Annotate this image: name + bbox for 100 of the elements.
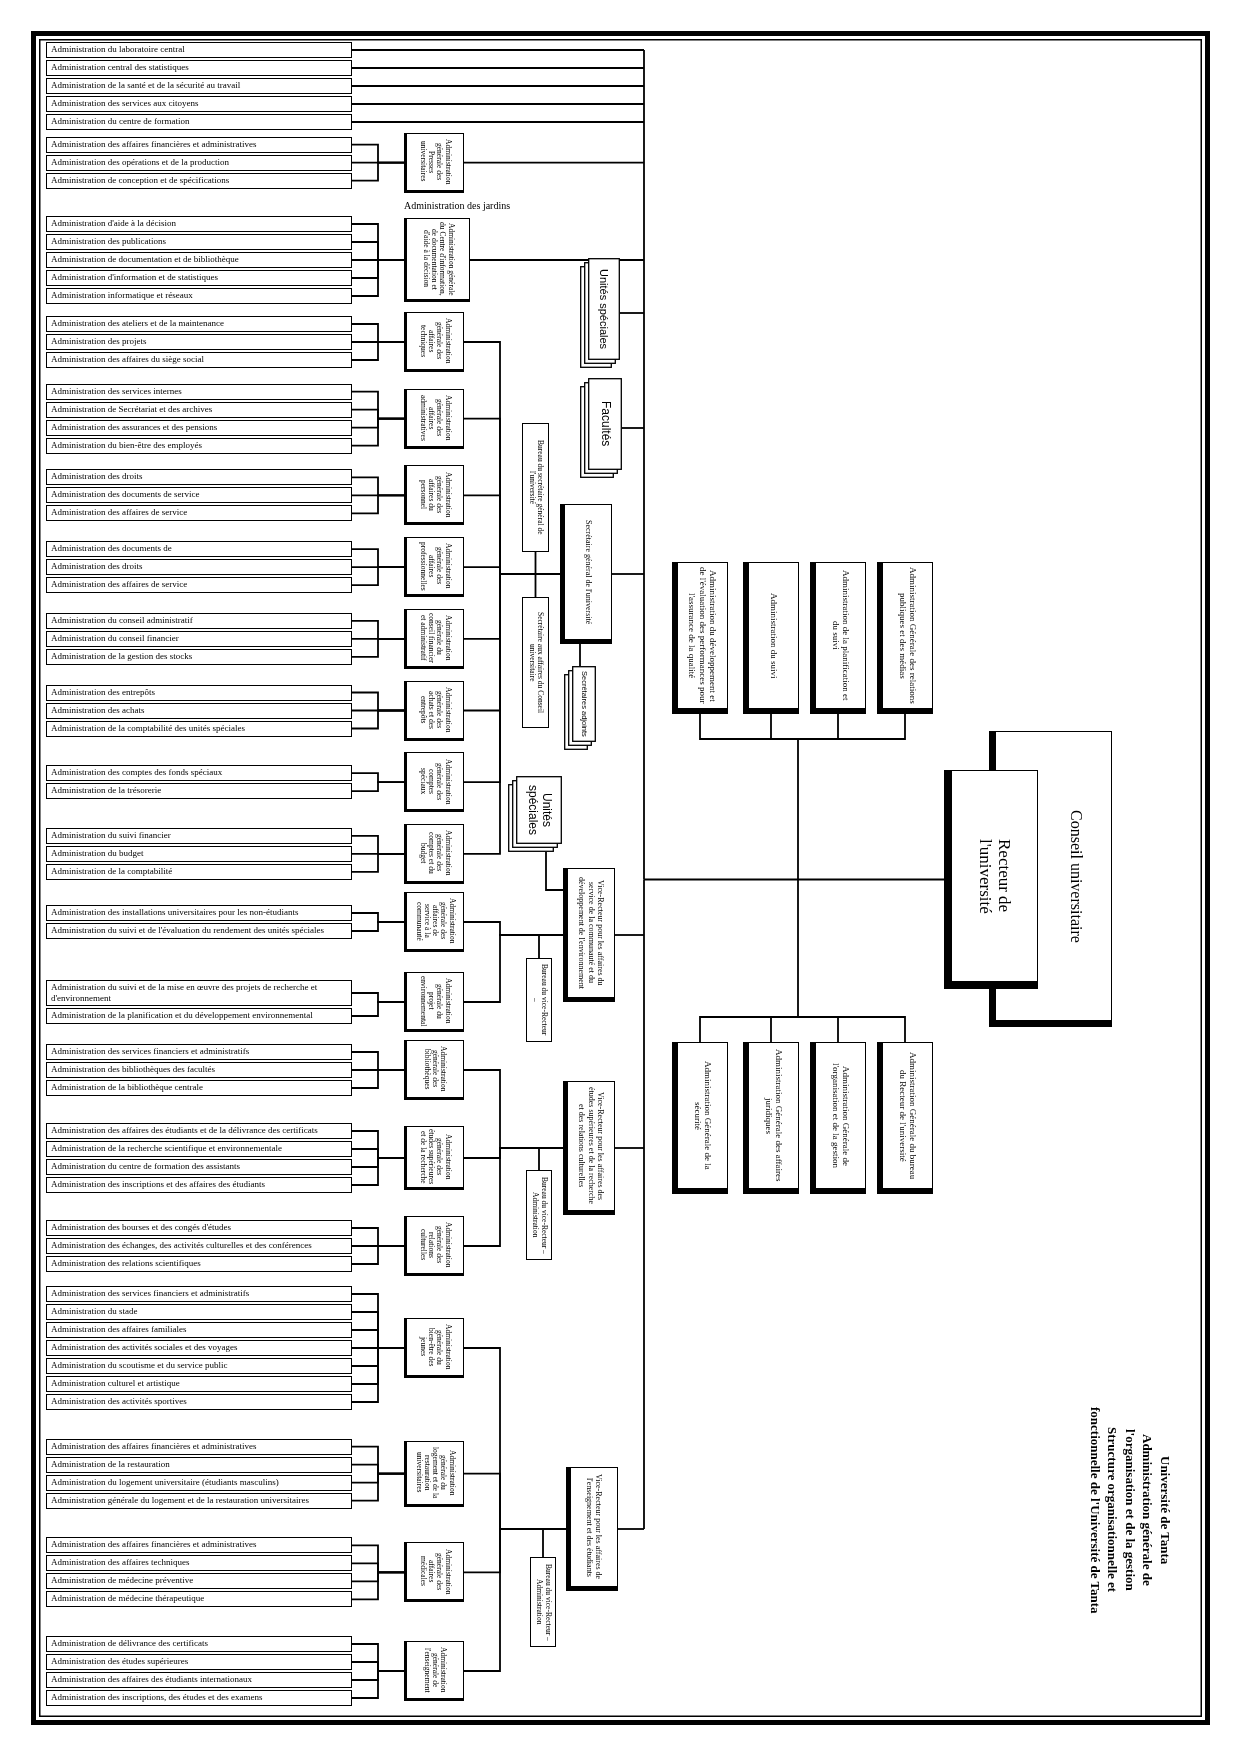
unit-box: Administration de la gestion des stocks — [46, 648, 352, 665]
connector-line — [797, 1016, 839, 1043]
unit-box: Administration du scoutisme et du service public — [46, 1358, 352, 1374]
unit-box: Administration de la santé et de la sécurité au travail — [46, 78, 352, 94]
unit-box: Administration du bien-être des employés — [46, 437, 352, 454]
unit-box: Administration culturel et artistique — [46, 1376, 352, 1392]
unit-box: Administration des bibliothèques des facultés — [46, 1062, 352, 1078]
connector-line — [621, 427, 645, 429]
unit-box: Administration des affaires financières et administratives — [46, 1537, 352, 1554]
unit-box: Administration de la comptabilité des unités spéciales — [46, 720, 352, 737]
department-box: Administration de la planification et du suivi — [810, 562, 866, 714]
unit-box: Administration des ateliers et de la maintenance — [46, 316, 352, 332]
unit-box: Administration du conseil administratif — [46, 612, 352, 629]
unit-box: Administration des installations universitaires pour les non-étudiants — [46, 905, 352, 921]
unit-box: Administration du centre de formation des assistants — [46, 1159, 352, 1175]
connector-line — [351, 67, 645, 69]
unit-box: Administration des opérations et de la production — [46, 154, 352, 171]
unit-box: Administration des relations scientifiques — [46, 1256, 352, 1272]
connector-line — [351, 494, 405, 515]
unit-box: Administration des inscriptions, des études et des examens — [46, 1689, 352, 1706]
subtitle-text: Structure organisationnelle et fonctionnelle de l'Université de Tanta — [1086, 1405, 1122, 1616]
unit-box: Administration des affaires financières et administratives — [46, 1438, 352, 1455]
unit-box: Administration des affaires familiales — [46, 1322, 352, 1338]
unit-box: Administration des droits — [46, 559, 352, 576]
unit-box: Administration des affaires techniques — [46, 1555, 352, 1572]
unit-box: Administration de la planification et du développement environnemental — [46, 1008, 352, 1024]
connector-line — [643, 49, 645, 881]
unit-box: Administration de la recherche scientifique et environnementale — [46, 1141, 352, 1157]
unit-box: Administration du laboratoire central — [46, 42, 352, 58]
unit-box: Administration du budget — [46, 845, 352, 862]
connector-line — [614, 1147, 645, 1149]
connector-line — [351, 417, 405, 447]
department-box: Administration du développement et de l'évaluation des performances pour l'assurance de la qualité — [672, 562, 728, 714]
unit-box: Administration de la bibliothèque centrale — [46, 1080, 352, 1096]
unit-box: Administration des affaires de service — [46, 577, 352, 594]
page-title: Université de Tanta — [1156, 1455, 1174, 1565]
connector-line — [351, 566, 405, 586]
connector-line — [463, 934, 564, 1003]
unit-box: Administration des activités sportives — [46, 1394, 352, 1410]
unit-box: Administration des affaires du siège social — [46, 352, 352, 368]
note-label: Administration des jardins — [404, 200, 511, 213]
unit-box: Administration informatique et réseaux — [46, 287, 352, 304]
connector-line — [619, 312, 645, 314]
division-box: Vice-Recteur pour les affaires de l'enseignement et des étudiants — [566, 1467, 618, 1591]
unit-box: Administration de délivrance des certificats — [46, 1635, 352, 1652]
connector-line — [351, 853, 405, 873]
connector-line — [351, 637, 405, 658]
division-box: Vice-Recteur pour les affaires du service de la communauté et du développement de l'environnement — [563, 868, 615, 1002]
department-box: Administration Générale du bureau du Recteur de l'université — [877, 1042, 933, 1194]
connector-line — [797, 878, 799, 1018]
unit-box: Administration des documents de service — [46, 487, 352, 504]
unit-box: Administration des entrepôts — [46, 684, 352, 701]
unit-box: Administration des projets — [46, 334, 352, 350]
connector-line — [797, 878, 945, 881]
connector-line — [545, 851, 564, 891]
connector-line — [611, 573, 645, 575]
unit-box: Administration du logement universitaire (étudiants masculins) — [46, 1474, 352, 1491]
connector-line — [351, 1571, 405, 1601]
connector-line — [351, 1670, 405, 1699]
connector-line — [699, 1016, 799, 1043]
connector-line — [351, 1347, 405, 1403]
unit-box: Administration du suivi financier — [46, 827, 352, 844]
unit-box: Administration des affaires des étudiants internationaux — [46, 1671, 352, 1688]
connector-line — [351, 709, 405, 730]
unit-box: Administration des services aux citoyens — [46, 96, 352, 112]
unit-box: Administration des inscriptions et des affaires des étudiants — [46, 1177, 352, 1193]
unit-box: Administration de documentation et de bibliothèque — [46, 251, 352, 268]
unit-box: Administration des assurances et des pensions — [46, 419, 352, 436]
connector-line — [463, 1147, 564, 1247]
connector-line — [351, 85, 645, 87]
unit-box: Administration du stade — [46, 1304, 352, 1320]
unit-box: Administration des documents de — [46, 541, 352, 558]
connector-line — [351, 1245, 405, 1265]
unit-box: Administration des affaires de service — [46, 505, 352, 522]
connector-line — [351, 49, 645, 51]
connector-line — [351, 121, 645, 123]
connector-line — [699, 713, 799, 740]
connector-line — [351, 103, 645, 105]
connector-line — [643, 878, 645, 1530]
connector-line — [351, 259, 405, 297]
connector-line — [351, 1001, 405, 1017]
connector-line — [351, 1472, 405, 1502]
unit-box: Administration de la trésorerie — [46, 783, 352, 800]
unit-box: Administration de médecine préventive — [46, 1573, 352, 1590]
connector-line — [351, 161, 405, 182]
unit-box: Administration du centre de formation — [46, 114, 352, 130]
connector-line — [351, 341, 405, 361]
unit-box: Administration du conseil financier — [46, 630, 352, 647]
division-box: Vice-Recteur pour les affaires des études supérieures et de la recherche et des relations culturelles — [563, 1081, 615, 1215]
connector-line — [617, 1528, 645, 1530]
unit-box: Administration de Secrétariat et des archives — [46, 401, 352, 418]
connector-line — [797, 713, 839, 740]
connector-line — [351, 921, 405, 932]
unit-box: Administration d'information et de statistiques — [46, 269, 352, 286]
unit-box: Administration des achats — [46, 702, 352, 719]
connector-line — [463, 161, 645, 164]
unit-box: Administration de la comptabilité — [46, 863, 352, 880]
unit-box: Administration des affaires financières et administratives — [46, 136, 352, 153]
department-box: Administration du suivi — [743, 562, 799, 714]
unit-box: Administration des bourses et des congés d'études — [46, 1220, 352, 1236]
